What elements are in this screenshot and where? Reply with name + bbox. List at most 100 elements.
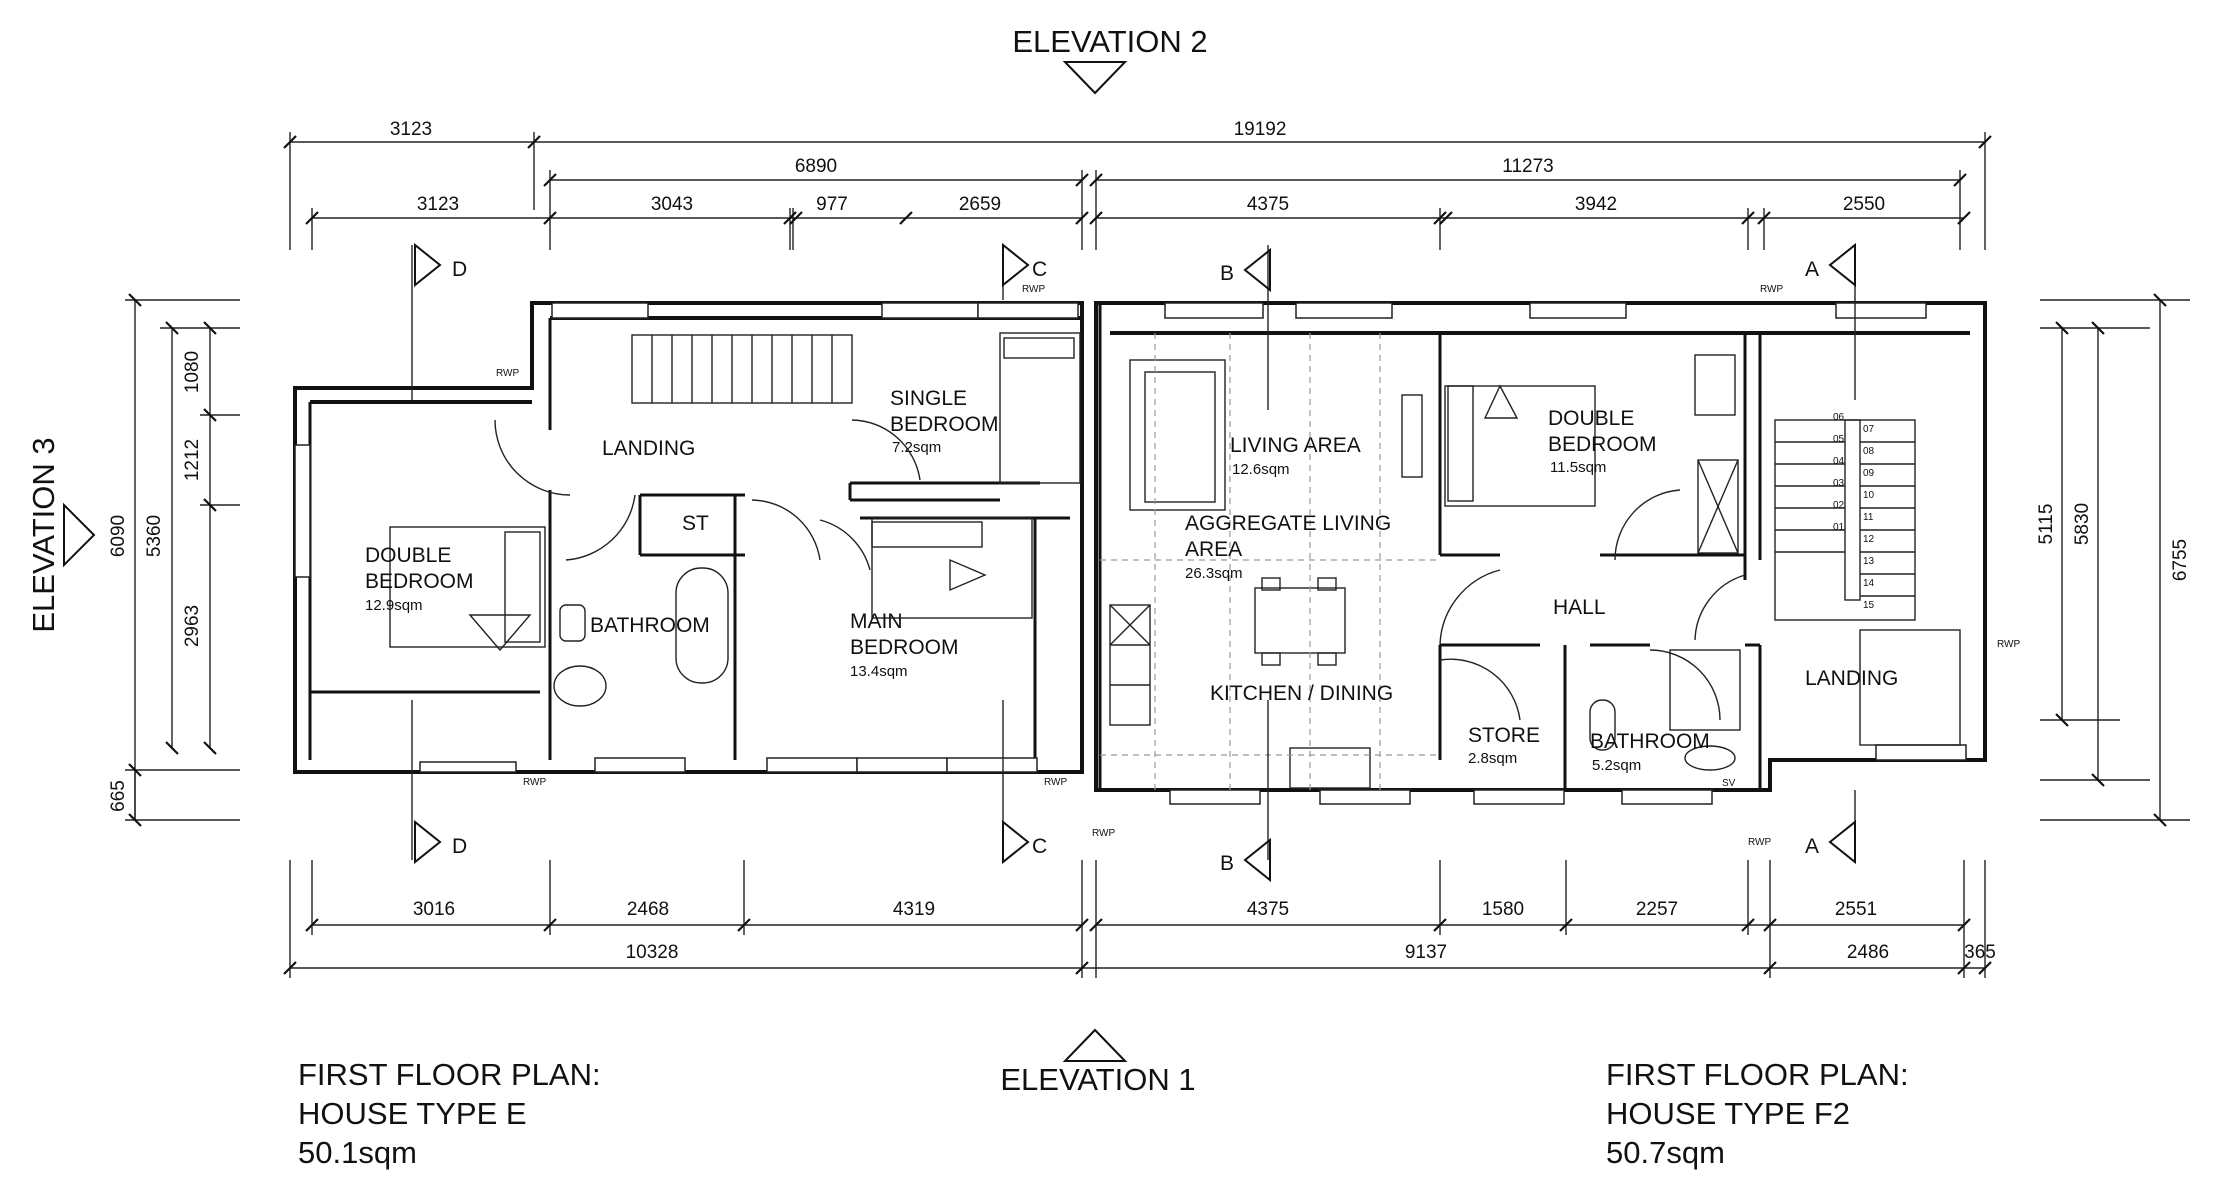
dim-left-c: 2963 (182, 605, 203, 647)
elevation-2-label: ELEVATION 2 (1012, 24, 1207, 59)
room-bathroom-f: BATHROOM (1590, 730, 1710, 753)
bed-icon (389, 526, 546, 648)
kitchen-unit (1109, 604, 1151, 726)
windows (294, 302, 1967, 805)
toilet-icon (1684, 745, 1736, 771)
right-dimension-ticks (2055, 293, 2167, 827)
stairs-house-e (631, 334, 853, 404)
elevation-1-label: ELEVATION 1 (1000, 1062, 1195, 1097)
section-b-top-label: B (1220, 262, 1234, 285)
house-f2-outer-walls (1094, 301, 1987, 792)
svg-text:05: 05 (1833, 434, 1845, 445)
dim-left-b: 1212 (182, 439, 203, 481)
dim-bot-d5: 1580 (1482, 899, 1524, 920)
title-left-line1: FIRST FLOOR PLAN: (298, 1057, 601, 1092)
bed-icon (999, 332, 1081, 484)
left-dimension-lines (125, 299, 240, 821)
svg-text:06: 06 (1833, 412, 1845, 423)
dim-top-d5: 4375 (1247, 194, 1289, 215)
svg-text:02: 02 (1833, 500, 1845, 511)
svg-text:03: 03 (1833, 478, 1845, 489)
shower-icon (1669, 649, 1741, 731)
title-left-line2: HOUSE TYPE E (298, 1096, 527, 1131)
svg-text:RWP: RWP (1044, 777, 1067, 788)
dim-right-b: 5830 (2072, 503, 2093, 545)
room-single-bedroom-area: 7.2sqm (892, 439, 941, 456)
room-double-bedroom-f-area: 11.5sqm (1550, 459, 1606, 476)
room-landing-f: LANDING (1805, 667, 1898, 690)
top-dimension-lines (289, 132, 1986, 250)
basin-icon (559, 604, 586, 642)
svg-text:04: 04 (1833, 456, 1845, 467)
rwp-labels: RWP RWP RWP RWP RWP RWP RWP RWP SV (496, 284, 2020, 848)
door-swings (494, 419, 1746, 721)
stair-step-numbers: 06 05 04 03 02 01 07 08 09 10 11 12 13 1… (1833, 412, 1875, 611)
dim-top-mid-f2: 11273 (1502, 156, 1553, 177)
section-c-bottom-label: C (1032, 835, 1047, 858)
svg-text:15: 15 (1863, 600, 1875, 611)
sink-icon (1289, 747, 1371, 789)
right-dimension-lines (2040, 299, 2190, 821)
elevation-2-arrow-icon (1062, 61, 1128, 95)
dim-top-d7: 2550 (1843, 194, 1885, 215)
title-left-line3: 50.1sqm (298, 1135, 417, 1170)
title-right-line3: 50.7sqm (1606, 1135, 1725, 1170)
section-arrow-icons (414, 242, 1856, 883)
top-dimension-ticks (283, 135, 1992, 225)
table-icon (1254, 587, 1346, 654)
svg-text:SV: SV (1722, 778, 1736, 789)
dim-bot-d3: 4319 (893, 899, 935, 920)
bed-icon (871, 517, 1033, 619)
left-dimension-ticks (128, 293, 217, 827)
room-bathroom-f-area: 5.2sqm (1592, 757, 1641, 774)
dim-bot-d1: 3016 (413, 899, 455, 920)
dim-top-d3: 977 (816, 194, 848, 215)
dim-top-d4: 2659 (959, 194, 1001, 215)
svg-text:RWP: RWP (1092, 828, 1115, 839)
dim-top-d6: 3942 (1575, 194, 1617, 215)
section-c-top-label: C (1032, 258, 1047, 281)
basin-icon (1589, 699, 1616, 751)
svg-text:RWP: RWP (523, 777, 546, 788)
room-st: ST (682, 512, 709, 535)
section-a-top-label: A (1805, 258, 1819, 281)
section-d-top-label: D (452, 258, 467, 281)
dim-top-mid-e: 6890 (795, 156, 837, 177)
svg-text:RWP: RWP (1997, 639, 2020, 650)
dim-left-e: 6090 (108, 515, 129, 557)
room-living-area: LIVING AREA (1230, 434, 1361, 457)
svg-text:13: 13 (1863, 556, 1875, 567)
dim-top-d2: 3043 (651, 194, 693, 215)
room-double-bedroom-e-area: 12.9sqm (365, 597, 423, 614)
bottom-dimension-lines (289, 860, 1986, 978)
svg-text:14: 14 (1863, 578, 1875, 589)
room-aggregate-living-size: 26.3sqm (1185, 565, 1243, 582)
svg-text:12: 12 (1863, 534, 1875, 545)
svg-text:RWP: RWP (1022, 284, 1045, 295)
title-right-line1: FIRST FLOOR PLAN: (1606, 1057, 1909, 1092)
dim-bot-d2: 2468 (627, 899, 669, 920)
wardrobe-icon (1694, 354, 1736, 416)
svg-text:RWP: RWP (1760, 284, 1783, 295)
stairs-house-f2 (1774, 419, 1916, 621)
sofa-icon (1129, 359, 1226, 511)
bath-icon (675, 567, 729, 684)
svg-text:11: 11 (1863, 512, 1874, 523)
dim-bot-overall-e: 10328 (626, 942, 679, 963)
bottom-dimension-ticks (283, 918, 1992, 975)
dim-top-overall-right: 19192 (1234, 119, 1287, 140)
fireplace-icon (1401, 394, 1423, 478)
dim-top-overall-left: 3123 (390, 119, 432, 140)
room-store: STORE (1468, 724, 1540, 747)
elevation-3-label: ELEVATION 3 (26, 437, 61, 632)
elevation-3-arrow-icon (63, 502, 96, 568)
dim-bot-overall-f2: 9137 (1405, 942, 1447, 963)
furniture (389, 332, 1961, 789)
dim-bot-o4: 365 (1964, 942, 1996, 963)
room-main-bedroom-area: 13.4sqm (850, 663, 908, 680)
